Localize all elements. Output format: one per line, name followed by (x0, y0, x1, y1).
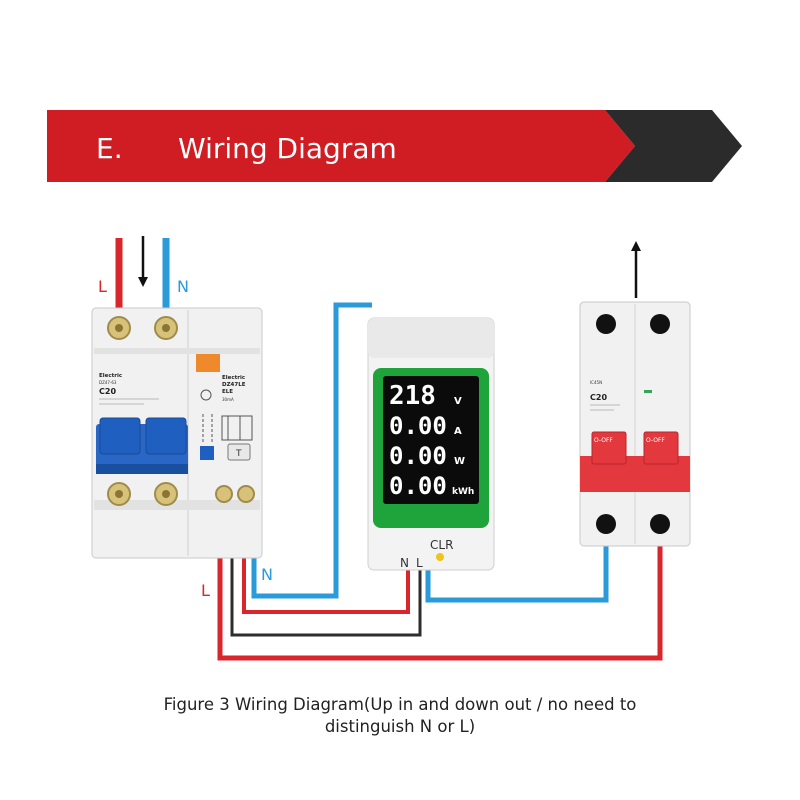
supply-input: L N (98, 236, 641, 318)
rcbo-terminal-out-n (237, 485, 255, 503)
breaker-model: IC45N (590, 380, 602, 385)
loop-line-label: L (201, 581, 210, 600)
breaker-handle-left (591, 431, 627, 465)
breaker-terminal-bottom-r (650, 514, 670, 534)
banner-letter: E. (96, 132, 123, 165)
banner-red-band (47, 110, 635, 182)
svg-text:T: T (235, 449, 242, 459)
meter-reading-energy: 0.00 (389, 472, 447, 500)
breaker-neutral-wire (425, 526, 609, 603)
outer-line-loop (217, 494, 663, 661)
rcbo-test-button (227, 443, 251, 461)
rcbo-toggle-right (145, 417, 187, 455)
rcbo-schematic (202, 414, 253, 444)
energy-meter: 218 V 0.00 A 0.00 W 0.00 kWh CLR N L (367, 317, 495, 571)
banner-dark-chevron (605, 110, 742, 182)
breaker-handle-left-label: O-OFF (594, 437, 613, 444)
meter-clear-button (436, 553, 444, 561)
breaker-handle-right (643, 431, 679, 465)
section-banner: E. Wiring Diagram (47, 110, 742, 182)
rcbo-brand-right: Electric (222, 375, 245, 381)
rcbo-brand-left: Electric (99, 373, 122, 379)
breaker-terminal-top-l (596, 314, 616, 334)
rcbo-device: Electric DZ47-63 C20 Electric DZ47LE ELE… (91, 307, 263, 559)
breaker-terminal-bottom-l (596, 514, 616, 534)
rcbo-cert-mark (200, 389, 212, 401)
rcbo-model-right: DZ47LE (222, 382, 246, 388)
supply-neutral-label: N (177, 277, 189, 296)
meter-reading-current: 0.00 (389, 412, 447, 440)
meter-n-terminal-label: N (400, 556, 409, 570)
supply-line-label: L (98, 277, 107, 296)
meter-reading-voltage: 218 (389, 381, 436, 411)
loop-neutral-label: N (261, 565, 273, 584)
rcbo-model-left: DZ47-63 (99, 380, 117, 385)
meter-lcd-screen (383, 376, 479, 504)
breaker-terminal-top-r (650, 314, 670, 334)
mcb-breaker: IC45N C20 O-OFF O-OFF (579, 301, 691, 547)
meter-neutral-wire (251, 302, 372, 599)
breaker-handle-right-label: O-OFF (646, 437, 665, 444)
banner-title: Wiring Diagram (178, 132, 397, 165)
bridge-wire (230, 494, 422, 637)
breaker-rating: C20 (590, 393, 607, 402)
meter-reading-power: 0.00 (389, 442, 447, 470)
meter-unit-energy: kWh (452, 487, 474, 497)
rcbo-orange-test-tab (196, 354, 220, 372)
rcbo-toggle-left (99, 417, 141, 455)
meter-l-terminal-label: L (416, 556, 423, 570)
meter-unit-power: W (454, 456, 465, 467)
meter-unit-current: A (454, 426, 462, 437)
breaker-green-indicator (644, 390, 652, 393)
meter-clear-label: CLR (430, 538, 453, 552)
rcbo-blue-indicator (200, 446, 214, 460)
caption-line-1: Figure 3 Wiring Diagram(Up in and down o… (163, 695, 637, 714)
caption-line-2: distinguish N or L) (324, 717, 476, 736)
rcbo-terminal-out-l (215, 485, 233, 503)
meter-unit-voltage: V (454, 396, 462, 407)
figure-caption: Figure 3 Wiring Diagram(Up in and down o… (0, 694, 800, 738)
rcbo-sub-right: ELE (222, 389, 233, 395)
rcbo-trip-current: 30mA (222, 397, 234, 402)
rcbo-rating-left: C20 (99, 387, 116, 396)
